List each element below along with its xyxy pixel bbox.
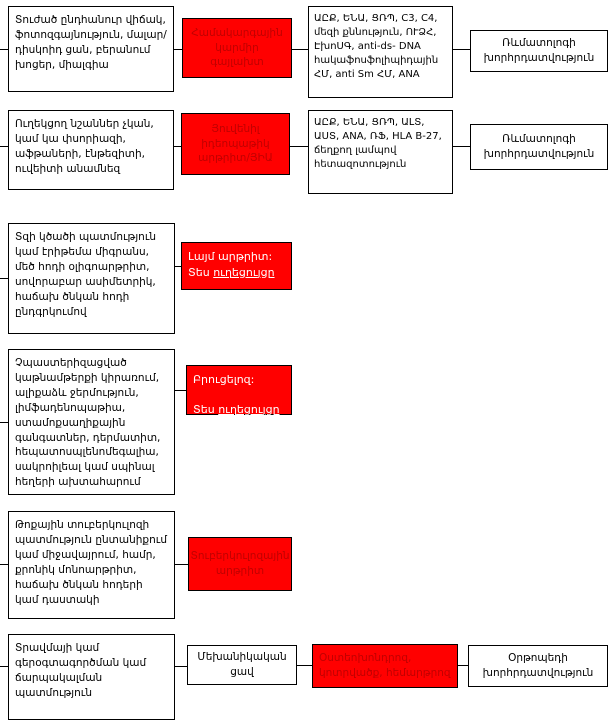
connector-line [453,146,470,147]
connector-line [0,666,8,667]
see-label: Տես [188,265,214,279]
diagnosis-box-lupus: Համակարգային կարմիր գայլախտ [182,18,292,78]
labs-box-jia: ԱԸՔ, ԵՆԱ, ՑՌՊ, ԱԼՏ, ԱՍՏ, ANA, ՌՖ, HLA B-… [308,110,453,194]
diagnosis-box-jia: Յուվենիլ իդեոպաթիկ արթրիտ/ՅԻԱ [181,113,290,175]
see-label: Տես [193,402,219,416]
symptoms-box-mechanical: Տրավմայի կամ գերօգտագործման կամ ճարպակալ… [8,634,175,720]
connector-line [290,146,308,147]
guideline-link-lyme[interactable]: ուղեցույցը [213,265,275,279]
connector-line [297,665,312,666]
labs-box-lupus: ԱԸՔ, ԵՆԱ, ՑՌՊ, C3, C4, մեզի քննություն, … [308,6,453,98]
connector-line [458,665,468,666]
symptoms-box-tb: Թոքային տուբերկուլոզի պատմություն ընտանի… [8,511,175,619]
connector-line [0,564,8,565]
diagnosis-box-brucellosis: Բրուցելոզ: Տես ուղեցույցը [186,365,292,416]
connector-line [175,266,181,267]
connector-line [292,49,308,50]
diagnosis-brucellosis-title: Բրուցելոզ: [193,373,255,386]
diagnosis-box-tb: Տուբերկուլոզային արթրիտ [188,537,292,591]
connector-line [0,422,8,423]
connector-line [453,49,470,50]
consult-box-orthopedist: Օրթոպեդի խորհրդատվություն [468,645,608,687]
mechanism-box-mechanical-pain: Մեխանիկական ցավ [187,645,297,685]
connector-line [175,564,188,565]
symptoms-box-jia: Ուղեկցող նշաններ չկան, կամ կա փսորիազի, … [8,110,174,190]
connector-line [175,666,187,667]
connector-line [0,49,8,50]
consult-box-rheumatologist-1: Ռևմատոլոգի խորհրդատվություն [470,30,608,72]
diagnosis-lyme-title: Լայմ արթրիտ: [188,250,273,263]
connector-line [175,390,186,391]
connector-line [0,146,8,147]
connector-line [174,146,181,147]
diagnosis-box-lyme: Լայմ արթրիտ: Տես ուղեցույցը [181,242,292,290]
connector-line [0,278,8,279]
guideline-link-brucellosis[interactable]: ուղեցույցը [218,402,280,416]
symptoms-box-lupus: Տուժած ընդհանուր վիճակ, ֆոտոզգայնություն… [8,6,174,92]
connector-line [174,49,182,50]
symptoms-box-brucellosis: Չպաստերիզացված կաթնամթերքի կիրառում, ալի… [8,349,175,495]
consult-box-rheumatologist-2: Ռևմատոլոգի խորհրդատվություն [470,124,608,170]
diagnosis-box-osteochondrosis: Օստեոխոնդրոզ, կոտրվածք, հեմարթրոզ [312,644,458,688]
symptoms-box-lyme: Տզի կծածի պատմություն կամ էրիթեմա միգրան… [8,223,175,334]
